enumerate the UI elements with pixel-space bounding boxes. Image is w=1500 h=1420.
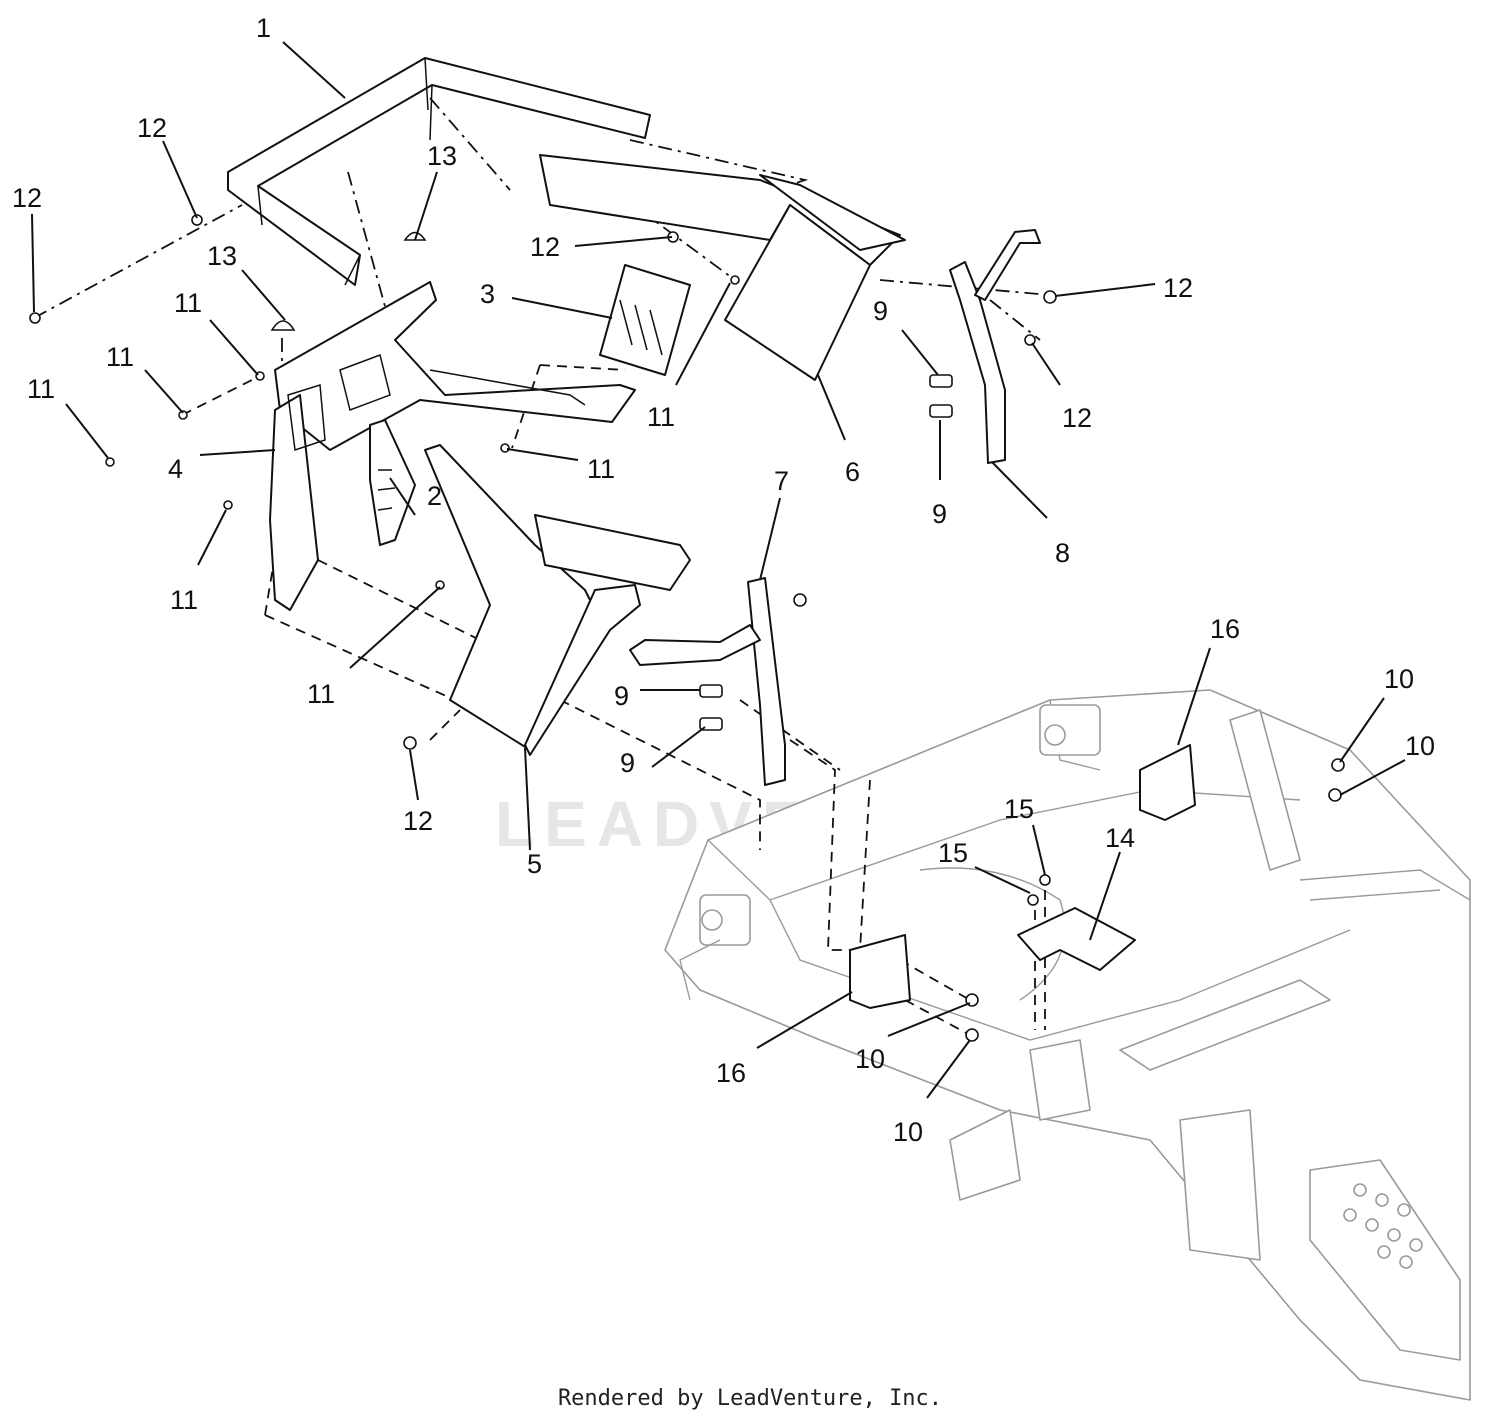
part-14-plate [1017, 907, 1136, 971]
hardware-fasteners [29, 214, 1345, 1042]
callout-11f: 11 [647, 402, 675, 432]
callout-12d: 12 [1163, 273, 1193, 303]
callout-11e: 11 [307, 679, 335, 709]
callout-3: 3 [480, 279, 495, 309]
callout-10c: 10 [855, 1044, 885, 1074]
footrest-holes [1343, 1183, 1423, 1269]
callout-10b: 10 [1405, 731, 1435, 761]
callout-10a: 10 [1384, 664, 1414, 694]
callout-11c: 11 [27, 374, 55, 404]
part-1-top-cover [227, 57, 651, 286]
callout-4: 4 [168, 454, 183, 484]
callout-1: 1 [256, 13, 271, 43]
callout-12e: 12 [1062, 403, 1092, 433]
callout-9b: 9 [932, 499, 947, 529]
callout-5: 5 [527, 849, 542, 879]
callout-13a: 13 [427, 141, 457, 171]
part-16-brackets [849, 744, 1196, 1009]
callout-10d: 10 [893, 1117, 923, 1147]
callout-15b: 15 [938, 838, 968, 868]
callout-13b: 13 [207, 241, 237, 271]
chassis-frame [664, 689, 1471, 1401]
callout-9c: 9 [614, 681, 629, 711]
callout-9d: 9 [620, 748, 635, 778]
callout-2: 2 [427, 481, 442, 511]
part-6-rear-panel [539, 154, 906, 381]
callout-12c: 12 [530, 232, 560, 262]
leader-lines [31, 41, 1406, 1099]
callout-16b: 16 [716, 1058, 746, 1088]
callout-16a: 16 [1210, 614, 1240, 644]
callout-14: 14 [1105, 823, 1135, 853]
footer-credit: Rendered by LeadVenture, Inc. [557, 1386, 943, 1411]
callouts: 1 2 3 4 5 6 7 8 9 9 9 9 10 10 10 10 11 1… [12, 13, 1435, 1147]
callout-15a: 15 [1004, 794, 1034, 824]
callout-8: 8 [1055, 538, 1070, 568]
part-8-upright [949, 229, 1041, 464]
callout-6: 6 [845, 457, 860, 487]
callout-11a: 11 [174, 288, 202, 318]
callout-11g: 11 [587, 454, 615, 484]
part-7-support-bracket [629, 577, 786, 786]
callout-9a: 9 [873, 296, 888, 326]
part-3-plate [599, 264, 691, 376]
callout-11b: 11 [106, 342, 134, 372]
part-4-side-bracket [269, 281, 636, 611]
callout-11d: 11 [170, 585, 198, 615]
callout-7: 7 [774, 466, 789, 496]
callout-12b: 12 [12, 183, 42, 213]
part-5-front-panel [424, 444, 691, 756]
callout-12f: 12 [403, 806, 433, 836]
callout-12a: 12 [137, 113, 167, 143]
